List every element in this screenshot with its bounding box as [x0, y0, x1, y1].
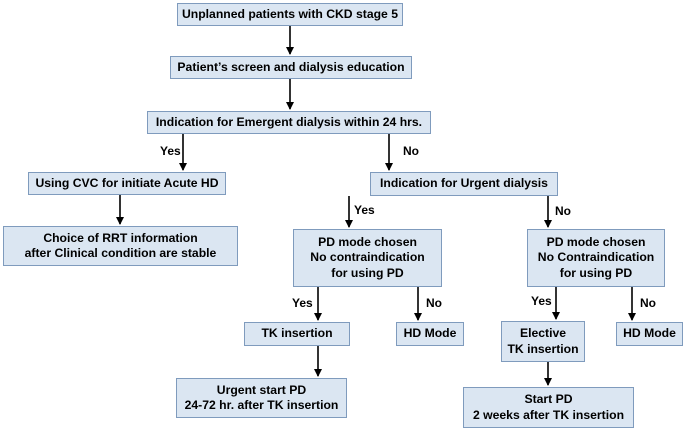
label-yes-cvc: Yes — [160, 144, 181, 158]
node-text-line: TK insertion — [507, 341, 579, 356]
label-yes-pd-left: Yes — [354, 203, 375, 217]
node-emergent-dialysis-indication: Indication for Emergent dialysis within … — [147, 111, 431, 134]
node-text-line: HD Mode — [403, 326, 457, 341]
node-text-line: No contraindication — [310, 250, 425, 265]
node-text-line: Choice of RRT information — [43, 230, 198, 245]
node-patient-screen-education: Patient’s screen and dialysis education — [170, 56, 412, 79]
label-yes-elective: Yes — [531, 294, 552, 308]
label-yes-tk: Yes — [292, 296, 313, 310]
node-text-line: Patient’s screen and dialysis education — [177, 59, 405, 74]
node-text-line: 2 weeks after TK insertion — [472, 407, 625, 422]
node-text-line: No Contraindication — [537, 250, 655, 265]
node-text-line: for using PD — [559, 265, 633, 280]
node-text-line: 24-72 hr. after TK insertion — [184, 398, 339, 412]
label-no-hd-right: No — [640, 296, 656, 310]
node-hd-mode-left: HD Mode — [396, 322, 464, 346]
node-text-line: TK insertion — [261, 326, 333, 341]
label-no-pd-right: No — [555, 204, 571, 218]
node-text-line: HD Mode — [623, 326, 676, 341]
node-text-line: Elective — [519, 326, 567, 340]
node-text-line: Unplanned patients with CKD stage 5 — [181, 6, 398, 21]
node-text-line: PD mode chosen — [546, 234, 646, 249]
node-cvc-acute-hd: Using CVC for initiate Acute HD — [28, 172, 226, 195]
node-text-line: Indication for Urgent dialysis — [380, 176, 548, 191]
node-text-line: Using CVC for initiate Acute HD — [35, 175, 219, 190]
node-text-line: after Clinical condition are stable — [24, 246, 217, 260]
node-unplanned-patients: Unplanned patients with CKD stage 5 — [177, 3, 403, 26]
node-text-line: PD mode chosen — [318, 234, 417, 249]
node-text-line: for using PD — [331, 265, 404, 280]
node-text-line: Start PD — [524, 392, 573, 406]
label-no-urgent: No — [403, 144, 419, 158]
label-no-hd-left: No — [426, 296, 442, 310]
node-urgent-dialysis-indication: Indication for Urgent dialysis — [370, 172, 558, 196]
node-text-line: Urgent start PD — [216, 382, 307, 397]
node-hd-mode-right: HD Mode — [616, 322, 683, 346]
node-tk-insertion: TK insertion — [244, 322, 350, 346]
node-text-line: Indication for Emergent dialysis within … — [155, 114, 423, 129]
